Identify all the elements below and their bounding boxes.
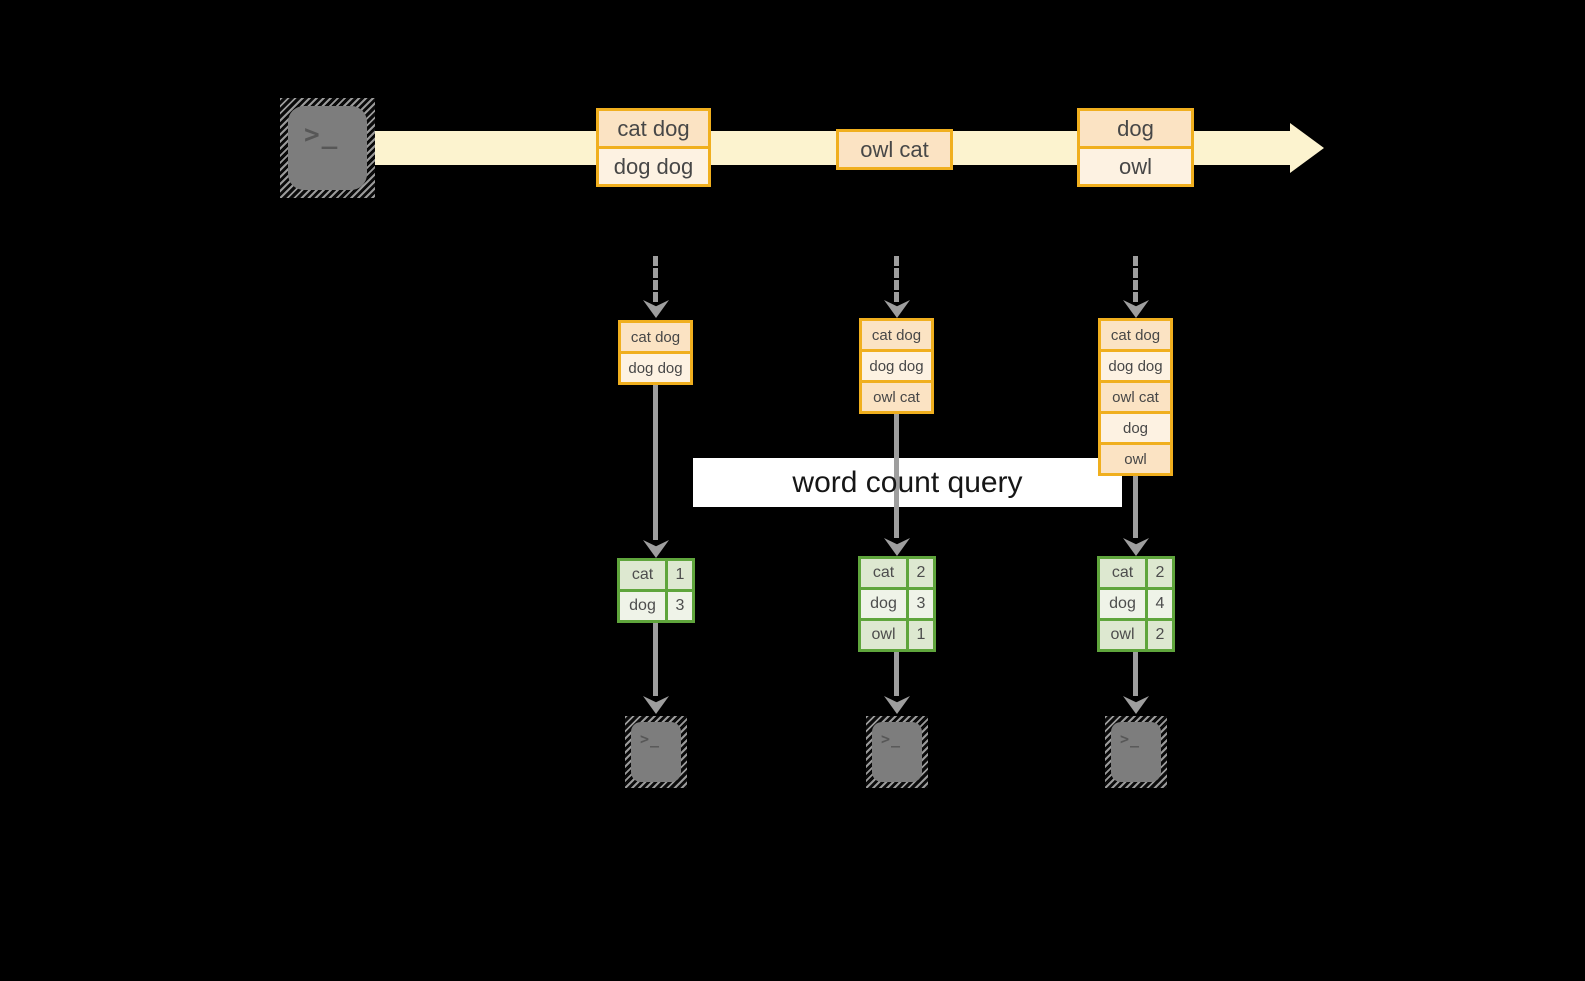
- terminal-icon-body: >_: [631, 722, 681, 782]
- input-stack-2: cat dog dog dog owl cat: [859, 318, 934, 414]
- dashed-arrow-head: [643, 300, 669, 318]
- count-table-1: cat 1 dog 3: [617, 558, 695, 623]
- terminal-icon-body: >_: [1111, 722, 1161, 782]
- count-value: 3: [668, 592, 692, 620]
- count-value: 1: [909, 621, 933, 649]
- stream-record: owl: [1080, 146, 1191, 184]
- input-record: owl cat: [1101, 380, 1170, 411]
- input-record: dog dog: [1101, 349, 1170, 380]
- stream-arrow-head: [1290, 123, 1324, 173]
- stream-record: cat dog: [599, 111, 708, 146]
- count-value: 1: [668, 561, 692, 589]
- count-word: cat: [1100, 559, 1145, 587]
- input-record: cat dog: [621, 323, 690, 351]
- count-value: 3: [909, 590, 933, 618]
- arrow-line: [894, 652, 899, 696]
- terminal-icon-body: >_: [872, 722, 922, 782]
- arrow-head: [643, 696, 669, 714]
- dashed-arrow-line: [1133, 256, 1138, 302]
- terminal-icon-body: >_: [288, 106, 367, 190]
- terminal-prompt-glyph: >_: [1120, 730, 1141, 748]
- dashed-arrow-head: [1123, 300, 1149, 318]
- terminal-icon-sink-2: >_: [866, 716, 928, 788]
- count-word: cat: [620, 561, 665, 589]
- terminal-prompt-glyph: >_: [304, 120, 340, 150]
- stream-batch-3: dog owl: [1077, 108, 1194, 187]
- arrow-line: [1133, 652, 1138, 696]
- arrow-head: [1123, 538, 1149, 556]
- terminal-icon-source: >_: [280, 98, 375, 198]
- count-word: dog: [1100, 590, 1145, 618]
- stream-record: dog dog: [599, 146, 708, 184]
- terminal-icon-sink-1: >_: [625, 716, 687, 788]
- input-record: cat dog: [862, 321, 931, 349]
- arrow-head: [1123, 696, 1149, 714]
- count-table-2: cat 2 dog 3 owl 1: [858, 556, 936, 652]
- stream-batch-2: owl cat: [836, 129, 953, 170]
- dashed-arrow-line: [653, 256, 658, 302]
- count-value: 2: [1148, 621, 1172, 649]
- arrow-line: [653, 385, 658, 540]
- arrow-head: [884, 538, 910, 556]
- input-stack-1: cat dog dog dog: [618, 320, 693, 385]
- count-table-3: cat 2 dog 4 owl 2: [1097, 556, 1175, 652]
- stream-record: dog: [1080, 111, 1191, 146]
- stream-record: owl cat: [839, 132, 950, 167]
- count-word: dog: [620, 592, 665, 620]
- arrow-head: [643, 540, 669, 558]
- input-record: cat dog: [1101, 321, 1170, 349]
- input-record: dog: [1101, 411, 1170, 442]
- terminal-prompt-glyph: >_: [881, 730, 902, 748]
- arrow-line: [1133, 476, 1138, 538]
- input-record: owl cat: [862, 380, 931, 411]
- query-banner: [693, 458, 1122, 507]
- dashed-arrow-line: [894, 256, 899, 302]
- input-stack-3: cat dog dog dog owl cat dog owl: [1098, 318, 1173, 476]
- terminal-icon-sink-3: >_: [1105, 716, 1167, 788]
- arrow-head: [884, 696, 910, 714]
- dashed-arrow-head: [884, 300, 910, 318]
- input-record: dog dog: [862, 349, 931, 380]
- arrow-line: [894, 414, 899, 538]
- count-word: owl: [1100, 621, 1145, 649]
- count-value: 2: [909, 559, 933, 587]
- count-word: dog: [861, 590, 906, 618]
- terminal-prompt-glyph: >_: [640, 730, 661, 748]
- stream-batch-1: cat dog dog dog: [596, 108, 711, 187]
- arrow-line: [653, 623, 658, 696]
- input-record: dog dog: [621, 351, 690, 382]
- count-word: owl: [861, 621, 906, 649]
- input-record: owl: [1101, 442, 1170, 473]
- count-word: cat: [861, 559, 906, 587]
- count-value: 4: [1148, 590, 1172, 618]
- count-value: 2: [1148, 559, 1172, 587]
- query-banner-label: word count query: [792, 465, 1023, 499]
